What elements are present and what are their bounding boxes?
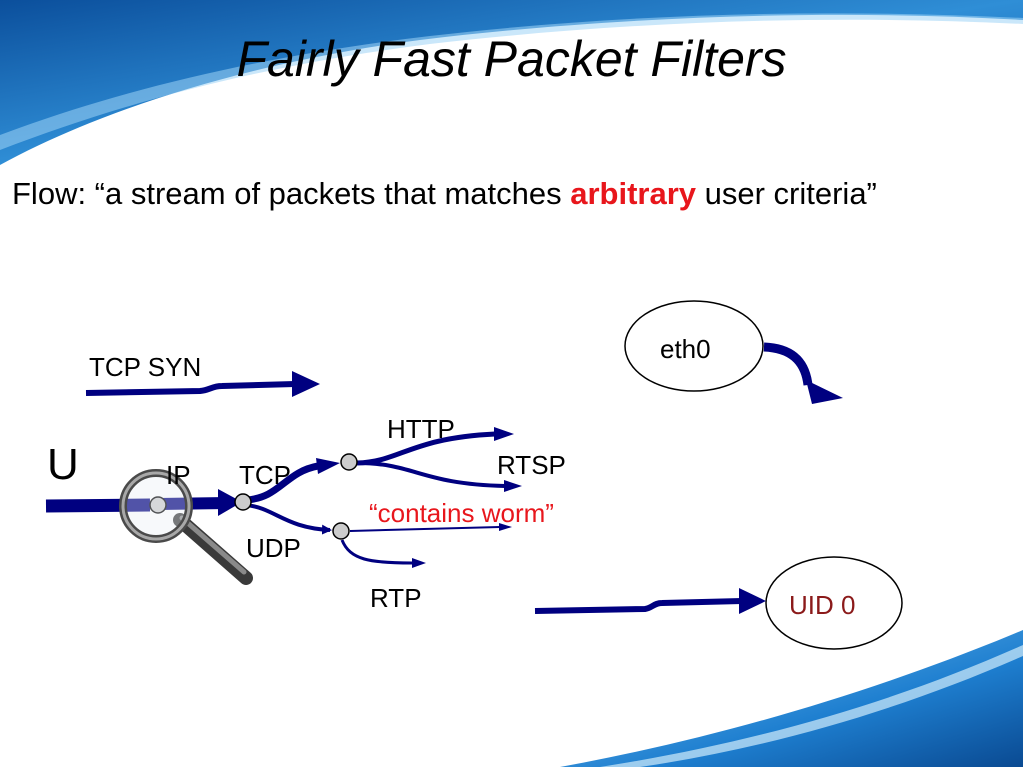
tcp-syn-arrow xyxy=(85,371,320,397)
eth0-arrow xyxy=(763,342,843,404)
uid0-label: UID 0 xyxy=(789,590,856,620)
subtitle-emphasis: arbitrary xyxy=(570,176,697,211)
uid0-node xyxy=(765,556,903,650)
ip-label: IP xyxy=(166,460,191,490)
udp-label: UDP xyxy=(246,533,301,563)
rtp-label: RTP xyxy=(370,583,422,613)
http-label: HTTP xyxy=(387,414,455,444)
slide-title: Fairly Fast Packet Filters xyxy=(236,31,787,87)
tcp-to-app-branch xyxy=(245,458,340,504)
contains-worm-label: “contains worm” xyxy=(369,498,554,528)
contains-worm-branch xyxy=(349,523,512,532)
eth0-label: eth0 xyxy=(660,334,711,364)
rtp-branch xyxy=(340,539,426,568)
main-flow-pipe xyxy=(45,489,242,516)
udp-filter-node xyxy=(332,522,350,540)
tcp-to-udp-branch xyxy=(245,503,332,535)
slide-subtitle: Flow: “a stream of packets that matches … xyxy=(12,176,877,212)
u-label: U xyxy=(47,440,79,489)
rtsp-label: RTSP xyxy=(497,450,566,480)
tcp-label: TCP xyxy=(239,460,291,490)
water-swoosh-bottom xyxy=(560,630,1023,767)
subtitle-prefix: Flow: “a stream of packets that matches xyxy=(12,176,571,211)
tcp-syn-label: TCP SYN xyxy=(89,352,202,382)
rtsp-branch xyxy=(356,461,522,492)
eth0-node xyxy=(624,300,764,392)
app-filter-node xyxy=(340,453,358,471)
subtitle-suffix: user criteria” xyxy=(696,176,877,211)
ip-filter-node xyxy=(149,496,167,514)
magnifying-glass-icon xyxy=(119,469,253,585)
uid0-arrow xyxy=(534,588,766,614)
tcp-filter-node xyxy=(234,493,252,511)
water-swoosh-top xyxy=(0,0,1023,165)
water-swoosh-top-highlight xyxy=(0,13,1023,150)
